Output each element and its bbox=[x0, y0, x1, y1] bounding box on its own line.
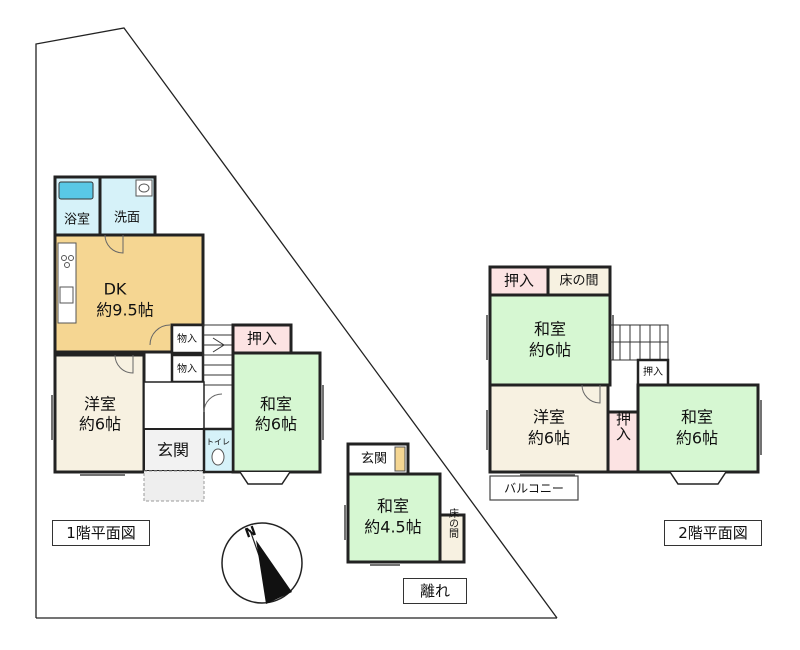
closet-a-label: 押入 bbox=[504, 272, 534, 290]
annex-japanese-name-label: 和室 bbox=[377, 497, 409, 516]
closet-c-label: 押入 bbox=[614, 411, 632, 441]
western-room bbox=[53, 353, 146, 474]
stair-icon bbox=[202, 324, 234, 386]
toilet-label: トイレ bbox=[206, 438, 230, 447]
closet-c-room bbox=[606, 410, 640, 474]
toilet-icon bbox=[211, 448, 225, 466]
western-size-label: 約6帖 bbox=[79, 415, 121, 434]
japanese-name-label: 和室 bbox=[260, 395, 292, 414]
lot-boundary-left bbox=[35, 27, 558, 619]
western2-room bbox=[488, 383, 610, 474]
dk-size-label: 約9.5帖 bbox=[96, 301, 153, 320]
bay-window bbox=[239, 471, 291, 485]
kitchen-sink-icon bbox=[59, 286, 74, 304]
dk-name-label: DK bbox=[104, 280, 127, 299]
sink-icon bbox=[135, 179, 153, 197]
annex-alcove-room bbox=[438, 513, 466, 564]
annex-alcove-label: 床の間 bbox=[447, 507, 459, 539]
bathtub-icon bbox=[58, 181, 94, 200]
balcony-area bbox=[489, 475, 579, 501]
storage-a-label: 物入 bbox=[177, 332, 197, 345]
japanese-a-room bbox=[488, 293, 612, 387]
annex-plan bbox=[344, 442, 466, 566]
japanese-b-room bbox=[636, 383, 760, 474]
annex-japanese-size-label: 約4.5帖 bbox=[364, 518, 421, 537]
alcove-label: 床の間 bbox=[559, 274, 598, 289]
closet-label: 押入 bbox=[247, 330, 277, 348]
compass-icon: N bbox=[221, 522, 303, 604]
washroom-label: 洗面 bbox=[114, 211, 140, 226]
entrance-porch bbox=[143, 470, 205, 502]
annex-japanese-room bbox=[346, 472, 442, 564]
alcove-room bbox=[546, 265, 612, 297]
closet-b-label: 押入 bbox=[643, 365, 663, 378]
kitchen-counter bbox=[57, 242, 77, 324]
japanese-room bbox=[231, 351, 322, 474]
floor1-plan bbox=[51, 175, 324, 502]
floor2-plan bbox=[486, 265, 762, 501]
annex-shoe-cabinet bbox=[394, 446, 406, 472]
storage-a-room bbox=[170, 323, 205, 355]
floor2-title: 2階平面図 bbox=[664, 520, 762, 546]
japanese-b-name-label: 和室 bbox=[681, 408, 713, 427]
bath-label: 浴室 bbox=[64, 212, 90, 228]
annex-title: 離れ bbox=[403, 578, 467, 604]
japanese-a-size-label: 約6帖 bbox=[529, 341, 571, 360]
north-letter: N bbox=[243, 524, 258, 542]
hallway bbox=[143, 381, 205, 430]
balcony-label: バルコニー bbox=[504, 482, 564, 496]
western2-name-label: 洋室 bbox=[533, 408, 565, 427]
storage-b-label: 物入 bbox=[177, 362, 197, 375]
stove-icon bbox=[61, 255, 67, 261]
japanese-a-name-label: 和室 bbox=[534, 320, 566, 339]
north-arrow-icon bbox=[256, 540, 292, 604]
western2-size-label: 約6帖 bbox=[528, 429, 570, 448]
floor1-title: 1階平面図 bbox=[52, 520, 150, 546]
japanese-size-label: 約6帖 bbox=[255, 415, 297, 434]
japanese-b-size-label: 約6帖 bbox=[676, 429, 718, 448]
entrance-room bbox=[143, 428, 205, 472]
entrance-label: 玄関 bbox=[157, 441, 189, 460]
floor2-stair-icon bbox=[610, 324, 669, 361]
western-name-label: 洋室 bbox=[84, 395, 116, 414]
closet-room bbox=[231, 323, 293, 355]
annex-entrance-label: 玄関 bbox=[361, 452, 387, 467]
